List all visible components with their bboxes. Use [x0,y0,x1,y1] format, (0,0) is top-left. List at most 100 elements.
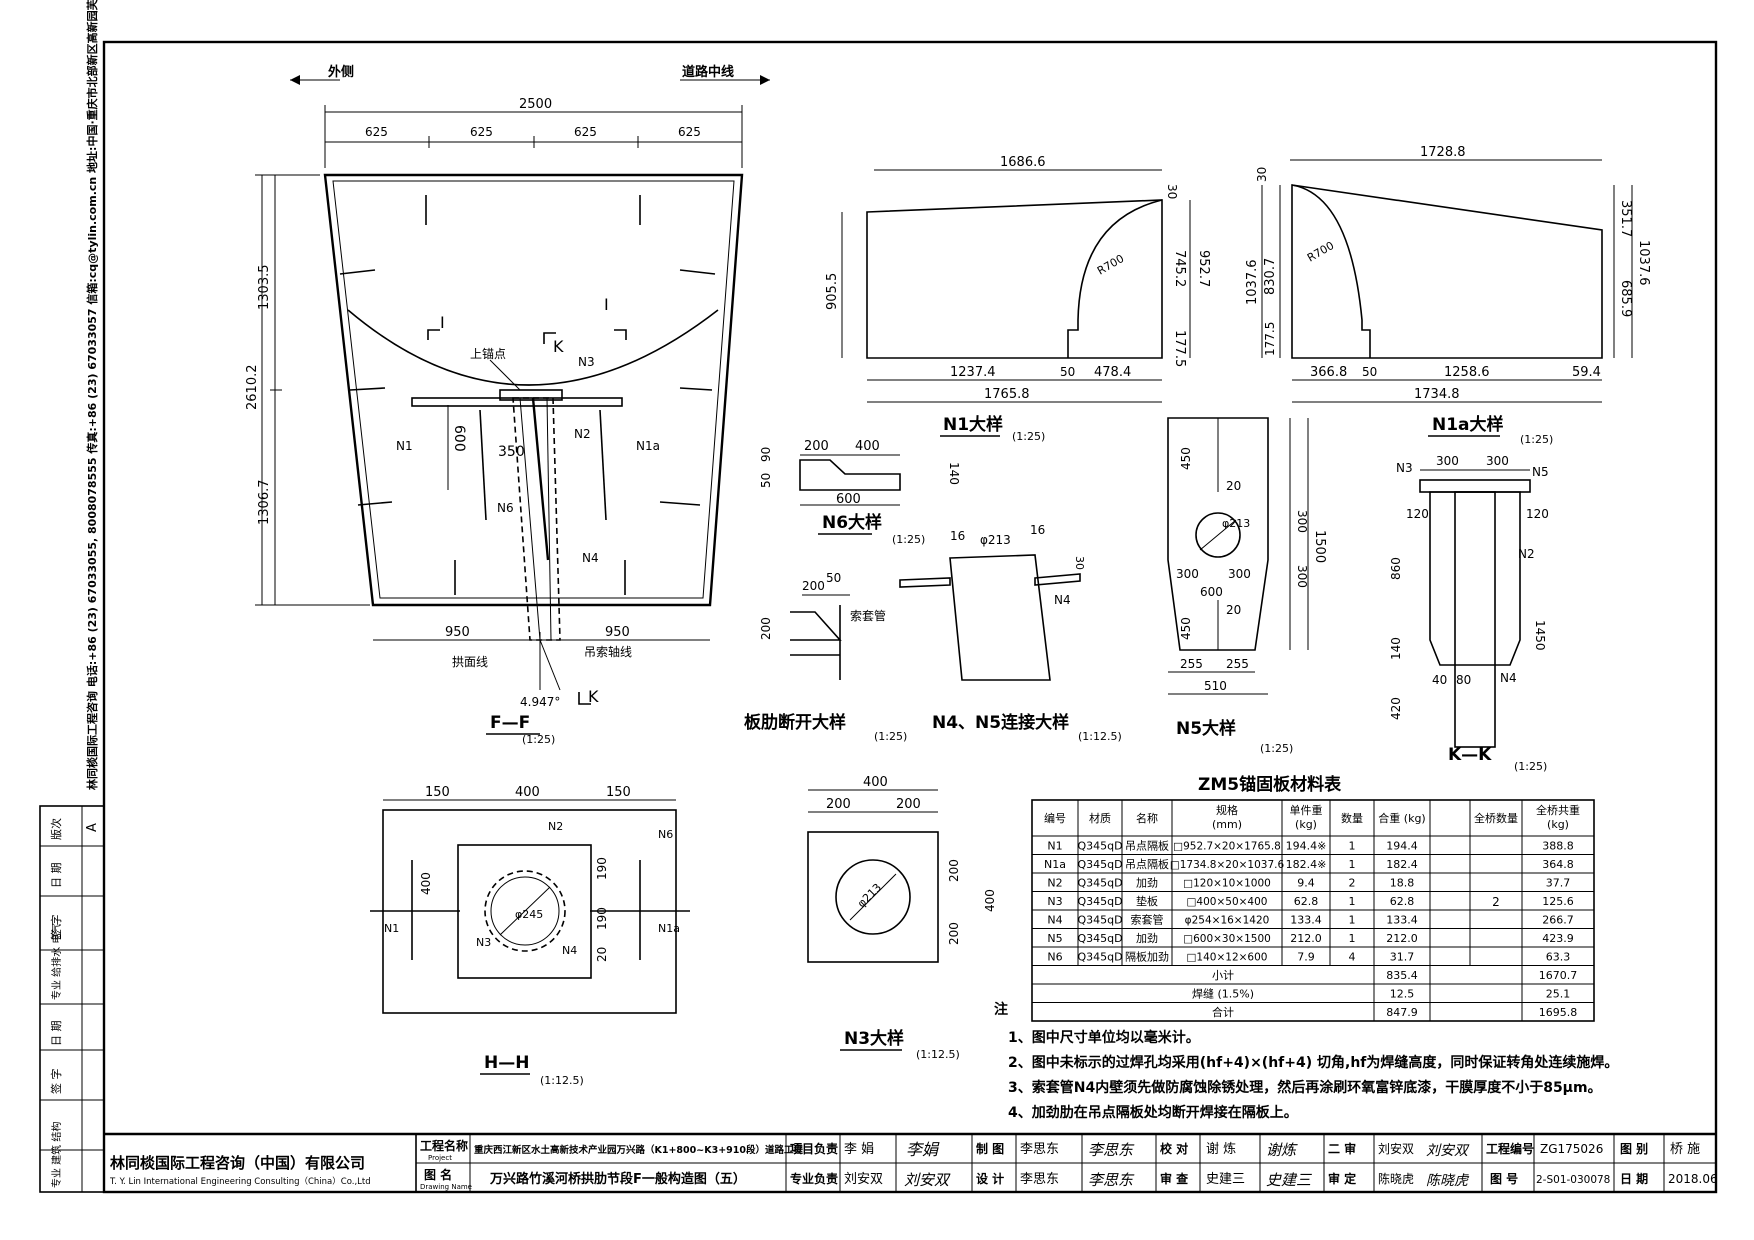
n1-dim-r: R700 [1095,252,1126,278]
note-1: 1、图中尺寸单位均以毫米计。 [1008,1029,1200,1046]
n5-dim-450b: 450 [1179,617,1193,640]
table-total_total: 1695.8 [1539,1006,1578,1019]
n4n5-dim-16a: 16 [950,529,965,543]
table-cell-r1c0: N1a [1044,858,1066,871]
label-arch-line: 拱面线 [452,655,488,669]
hh-label-n2: N2 [548,820,563,833]
hh-label-n1a: N1a [658,922,680,935]
drawing-name: 万兴路竹溪河桥拱肋节段F一般构造图（五） [489,1171,746,1187]
table-cell-r3c7: 125.6 [1542,895,1574,908]
kk-dim-40: 40 [1432,673,1447,687]
table-cell-r6c7: 63.3 [1546,951,1571,964]
check-signature: 谢炼 [1266,1141,1298,1159]
material-table: ZM5锚固板材料表 编号材质名称规格(mm)单件重(kg)数量合重 (kg)全桥… [1031,774,1595,1022]
title-block: 林同棪国际工程咨询（中国）有限公司 T. Y. Lin Internationa… [104,1132,1718,1192]
n1-dim-478: 478.4 [1094,365,1131,380]
kk-detail: 300 300 N3 N5 120 120 860 N2 1450 140 40… [1389,454,1549,773]
label-outer: 外侧 [327,64,354,80]
approve-signature: 陈晓虎 [1426,1173,1470,1189]
version-value: A [85,823,100,832]
note-4: 4、加劲肋在吊点隔板处均断开焊接在隔板上。 [1008,1104,1298,1121]
n1-dim-952: 952.7 [1196,250,1211,287]
table-cell-r6c1: Q345qD [1077,951,1122,964]
n3-scale: (1:12.5) [916,1048,960,1061]
drawno: 2-S01-030078 [1536,1174,1610,1186]
n1a-dim-366: 366.8 [1310,365,1347,380]
label-n4-main: N4 [582,551,599,565]
n5-title: N5大样 [1176,718,1236,739]
table-cell-r3c5: 1 [1349,895,1356,908]
table-cell-r4c5: 1 [1349,914,1356,927]
check-name: 谢 炼 [1206,1141,1236,1157]
kk-title: K—K [1448,745,1492,765]
n1a-dim-r: R700 [1305,239,1336,265]
kk-scale: (1:25) [1514,760,1547,773]
notes-heading: 注 [994,1001,1008,1018]
label-n1a-main: N1a [636,439,660,453]
table-cell-r0c2: 吊点隔板 [1125,839,1169,853]
company-vertical-info: 林同棪国际工程咨询 电话:+86 (23) 67033055, 80080785… [85,0,99,790]
table-cell-r0c7: 388.8 [1542,840,1574,853]
kk-dim-140: 140 [1389,637,1403,660]
drawing-label-en: Drawing Name [420,1183,472,1191]
sec-i-right: I [604,295,609,314]
n6-dim-50: 50 [759,473,773,488]
material-table-title: ZM5锚固板材料表 [1198,774,1342,795]
table-header-5: 数量 [1341,812,1363,825]
n1-dim-1237: 1237.4 [950,365,996,380]
table-cell-r6c4: 7.9 [1297,951,1315,964]
n5-dim-300b: 300 [1228,567,1251,581]
pm-label: 项目负责 [790,1141,838,1156]
kk-dim-1450: 1450 [1533,620,1547,651]
kk-dim-300b: 300 [1486,454,1509,468]
n6-dim-400: 400 [855,439,880,454]
n1-dim-50: 50 [1060,365,1075,379]
n5-detail: φ213 450 20 300 300 600 20 450 300 300 1… [1167,417,1327,755]
table-cell-r3c2: 垫板 [1136,894,1158,908]
rib-dim-200: 200 [802,579,825,593]
design-name: 李思东 [1020,1172,1059,1187]
table-subtotal_total: 1670.7 [1539,969,1578,982]
review-label: 二 审 [1328,1141,1356,1156]
table-cell-r0c1: Q345qD [1077,840,1122,853]
angle: 4.947° [520,695,560,709]
n6-title: N6大样 [822,512,882,533]
hh-detail: 150 400 150 φ245 N2 N6 N1 N1a N3 N4 400 … [370,785,690,1087]
dim-350: 350 [498,444,525,460]
design-signature: 李思东 [1088,1171,1135,1189]
dim-total: 2500 [519,97,552,112]
table-cell-r2c4: 9.4 [1297,877,1315,890]
label-n3-main: N3 [578,355,595,369]
n1-dim-top: 1686.6 [1000,155,1046,170]
dim-625-3: 625 [574,125,597,139]
n5-dim-450a: 450 [1179,447,1193,470]
dim-600-main: 600 [451,425,467,452]
n4n5-detail: 16 φ213 16 30 N4 N4、N5连接大样 (1:12.5) [899,523,1122,743]
dim-625-4: 625 [678,125,701,139]
table-header-6: 合重 (kg) [1378,811,1425,825]
company-name-en: T. Y. Lin International Engineering Cons… [109,1176,371,1187]
hh-dim-150b: 150 [606,785,631,800]
n5-dim-20a: 20 [1226,479,1241,493]
table-cell-r5c7: 423.9 [1542,932,1574,945]
table-cell-r6c6: 31.7 [1390,951,1415,964]
table-cell-r5c4: 212.0 [1290,932,1322,945]
ff-section-view: 外侧 道路中线 2500 625 625 625 625 2610.2 1303… [245,64,770,746]
version-label: 版次 [49,818,63,840]
label-hanger-axis: 吊索轴线 [584,644,632,659]
n1a-detail: 1728.8 30 R700 1037.6 830.7 177.5 351.7 … [1245,145,1651,446]
n4n5-title: N4、N5连接大样 [932,712,1069,733]
sign-label-1: 签 字 [49,915,63,941]
exam-name: 史建三 [1206,1172,1245,1187]
note-2: 2、图中未标示的过焊孔均采用(hf+4)×(hf+4) 切角,hf为焊缝高度，同… [1008,1054,1618,1071]
n3-title: N3大样 [844,1028,904,1049]
table-cell-r4c4: 133.4 [1290,914,1322,927]
table-cell-r2c2: 加劲 [1136,877,1158,890]
n1-dim-745: 745.2 [1172,250,1187,287]
table-cell-r3c3: □400×50×400 [1187,896,1268,908]
table-weld_label: 焊缝 (1.5%) [1192,987,1254,1001]
table-cell-r1c3: □1734.8×20×1037.6 [1170,859,1285,871]
table-weld_total: 25.1 [1546,988,1571,1001]
table-header-0: 编号 [1044,811,1066,825]
dim-625-2: 625 [470,125,493,139]
